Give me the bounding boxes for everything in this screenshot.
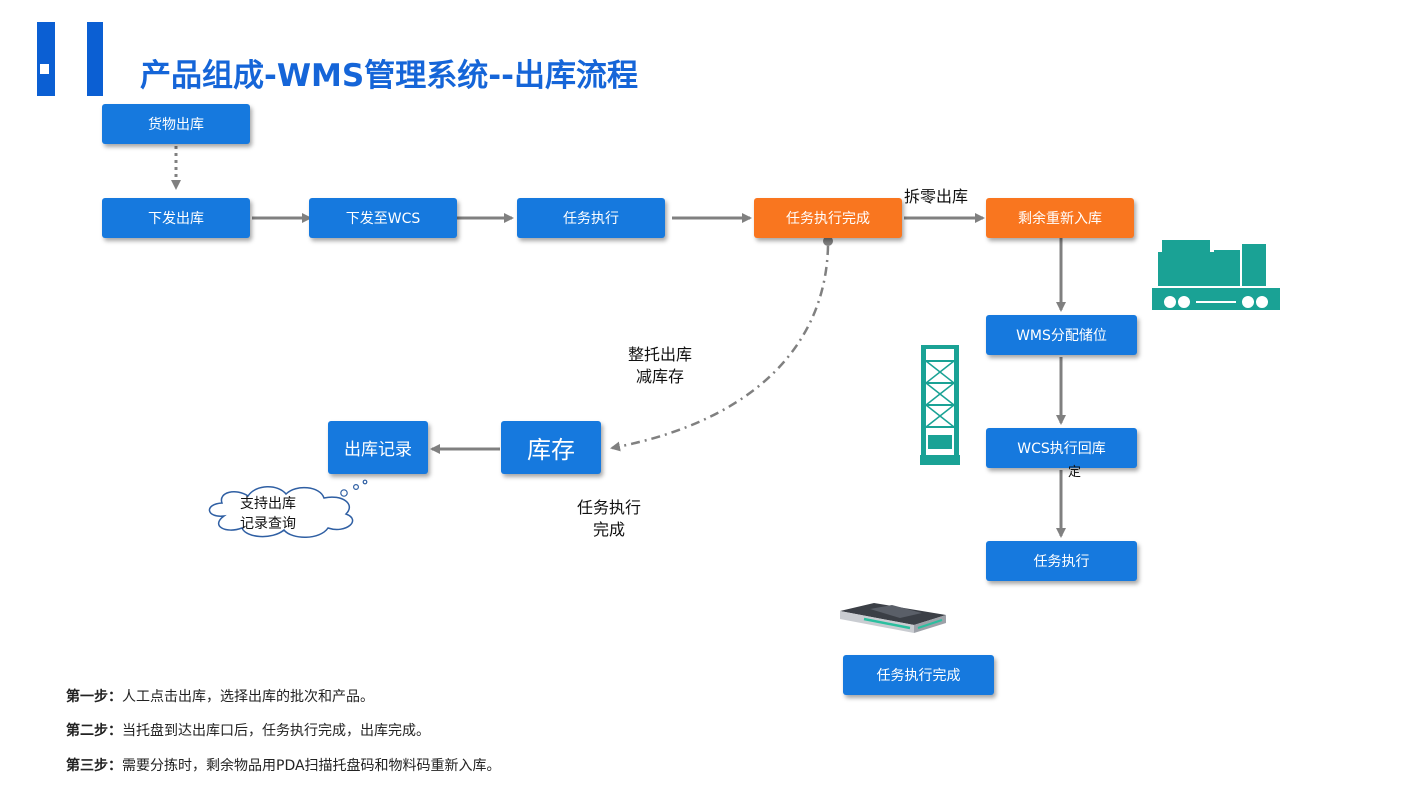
arrow-done-to-inventory: [610, 245, 830, 452]
step-1: 第一步：人工点击出库，选择出库的批次和产品。: [66, 686, 374, 706]
box-outbound-record: 出库记录: [328, 421, 428, 474]
label-split-outbound: 拆零出库: [904, 187, 969, 206]
box-goods-outbound: 货物出库: [102, 104, 250, 144]
header-accent-notch: [40, 64, 49, 74]
step-2: 第二步：当托盘到达出库口后，任务执行完成，出库完成。: [66, 720, 430, 740]
cloud-text-line1: 支持出库: [240, 496, 296, 512]
label-fragment: 定: [1068, 465, 1082, 480]
step-1-text: 人工点击出库，选择出库的批次和产品。: [122, 689, 374, 705]
agv-cart-icon: [1152, 240, 1280, 310]
label-whole-pallet: 整托出库 减库存: [628, 344, 692, 388]
box-task-exec-1: 任务执行: [517, 198, 665, 238]
box-issue-to-wcs: 下发至WCS: [309, 198, 457, 238]
step-1-label: 第一步：: [66, 689, 122, 705]
box-task-done-orange: 任务执行完成: [754, 198, 902, 238]
label-whole-pallet-line1: 整托出库: [628, 345, 693, 364]
shuttle-robot-icon: [840, 603, 946, 633]
header-accent-bar-right: [87, 22, 103, 96]
cloud-text: 支持出库 记录查询: [240, 494, 296, 534]
label-task-complete-line2: 完成: [592, 520, 625, 539]
thought-cloud-icon: [208, 479, 368, 538]
page-title: 产品组成-WMS管理系统--出库流程: [140, 58, 638, 94]
label-task-complete: 任务执行 完成: [577, 497, 641, 541]
box-wms-assign-location: WMS分配储位: [986, 315, 1137, 355]
box-task-exec-2: 任务执行: [986, 541, 1137, 581]
header-accent-bar-left: [37, 22, 55, 96]
box-remaining-reinbound: 剩余重新入库: [986, 198, 1134, 238]
stacker-crane-icon: [920, 345, 960, 465]
step-3: 第三步：需要分拣时，剩余物品用PDA扫描托盘码和物料码重新入库。: [66, 755, 501, 775]
box-task-done-bottom: 任务执行完成: [843, 655, 994, 695]
step-2-text: 当托盘到达出库口后，任务执行完成，出库完成。: [122, 723, 430, 739]
step-3-label: 第三步：: [66, 758, 122, 774]
cloud-text-line2: 记录查询: [240, 516, 296, 532]
box-issue-outbound: 下发出库: [102, 198, 250, 238]
step-2-label: 第二步：: [66, 723, 122, 739]
curve-start-dot: [823, 236, 833, 246]
box-inventory: 库存: [501, 421, 601, 474]
label-task-complete-line1: 任务执行: [577, 498, 642, 517]
step-3-text: 需要分拣时，剩余物品用PDA扫描托盘码和物料码重新入库。: [122, 758, 501, 774]
box-wcs-exec-return: WCS执行回库: [986, 428, 1137, 468]
label-whole-pallet-line2: 减库存: [636, 367, 685, 386]
